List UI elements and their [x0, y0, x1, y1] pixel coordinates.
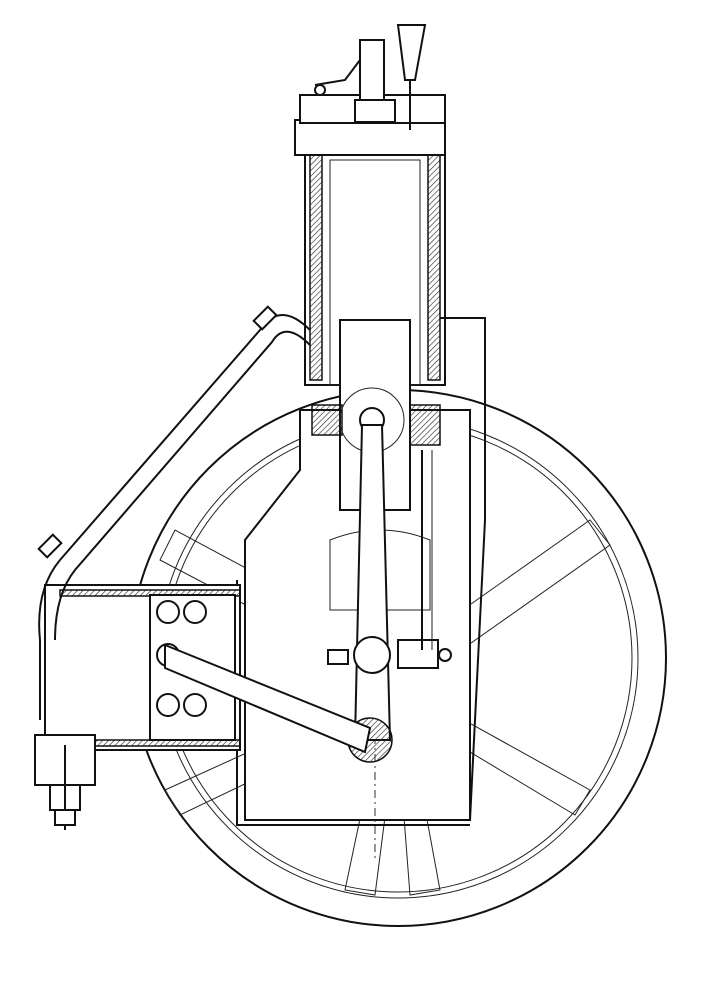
valve-assembly	[34, 734, 96, 830]
cylinder-head	[294, 24, 446, 156]
air-pipe	[37, 305, 311, 720]
side-rods	[421, 317, 486, 821]
compressor-cylinder	[44, 584, 372, 754]
